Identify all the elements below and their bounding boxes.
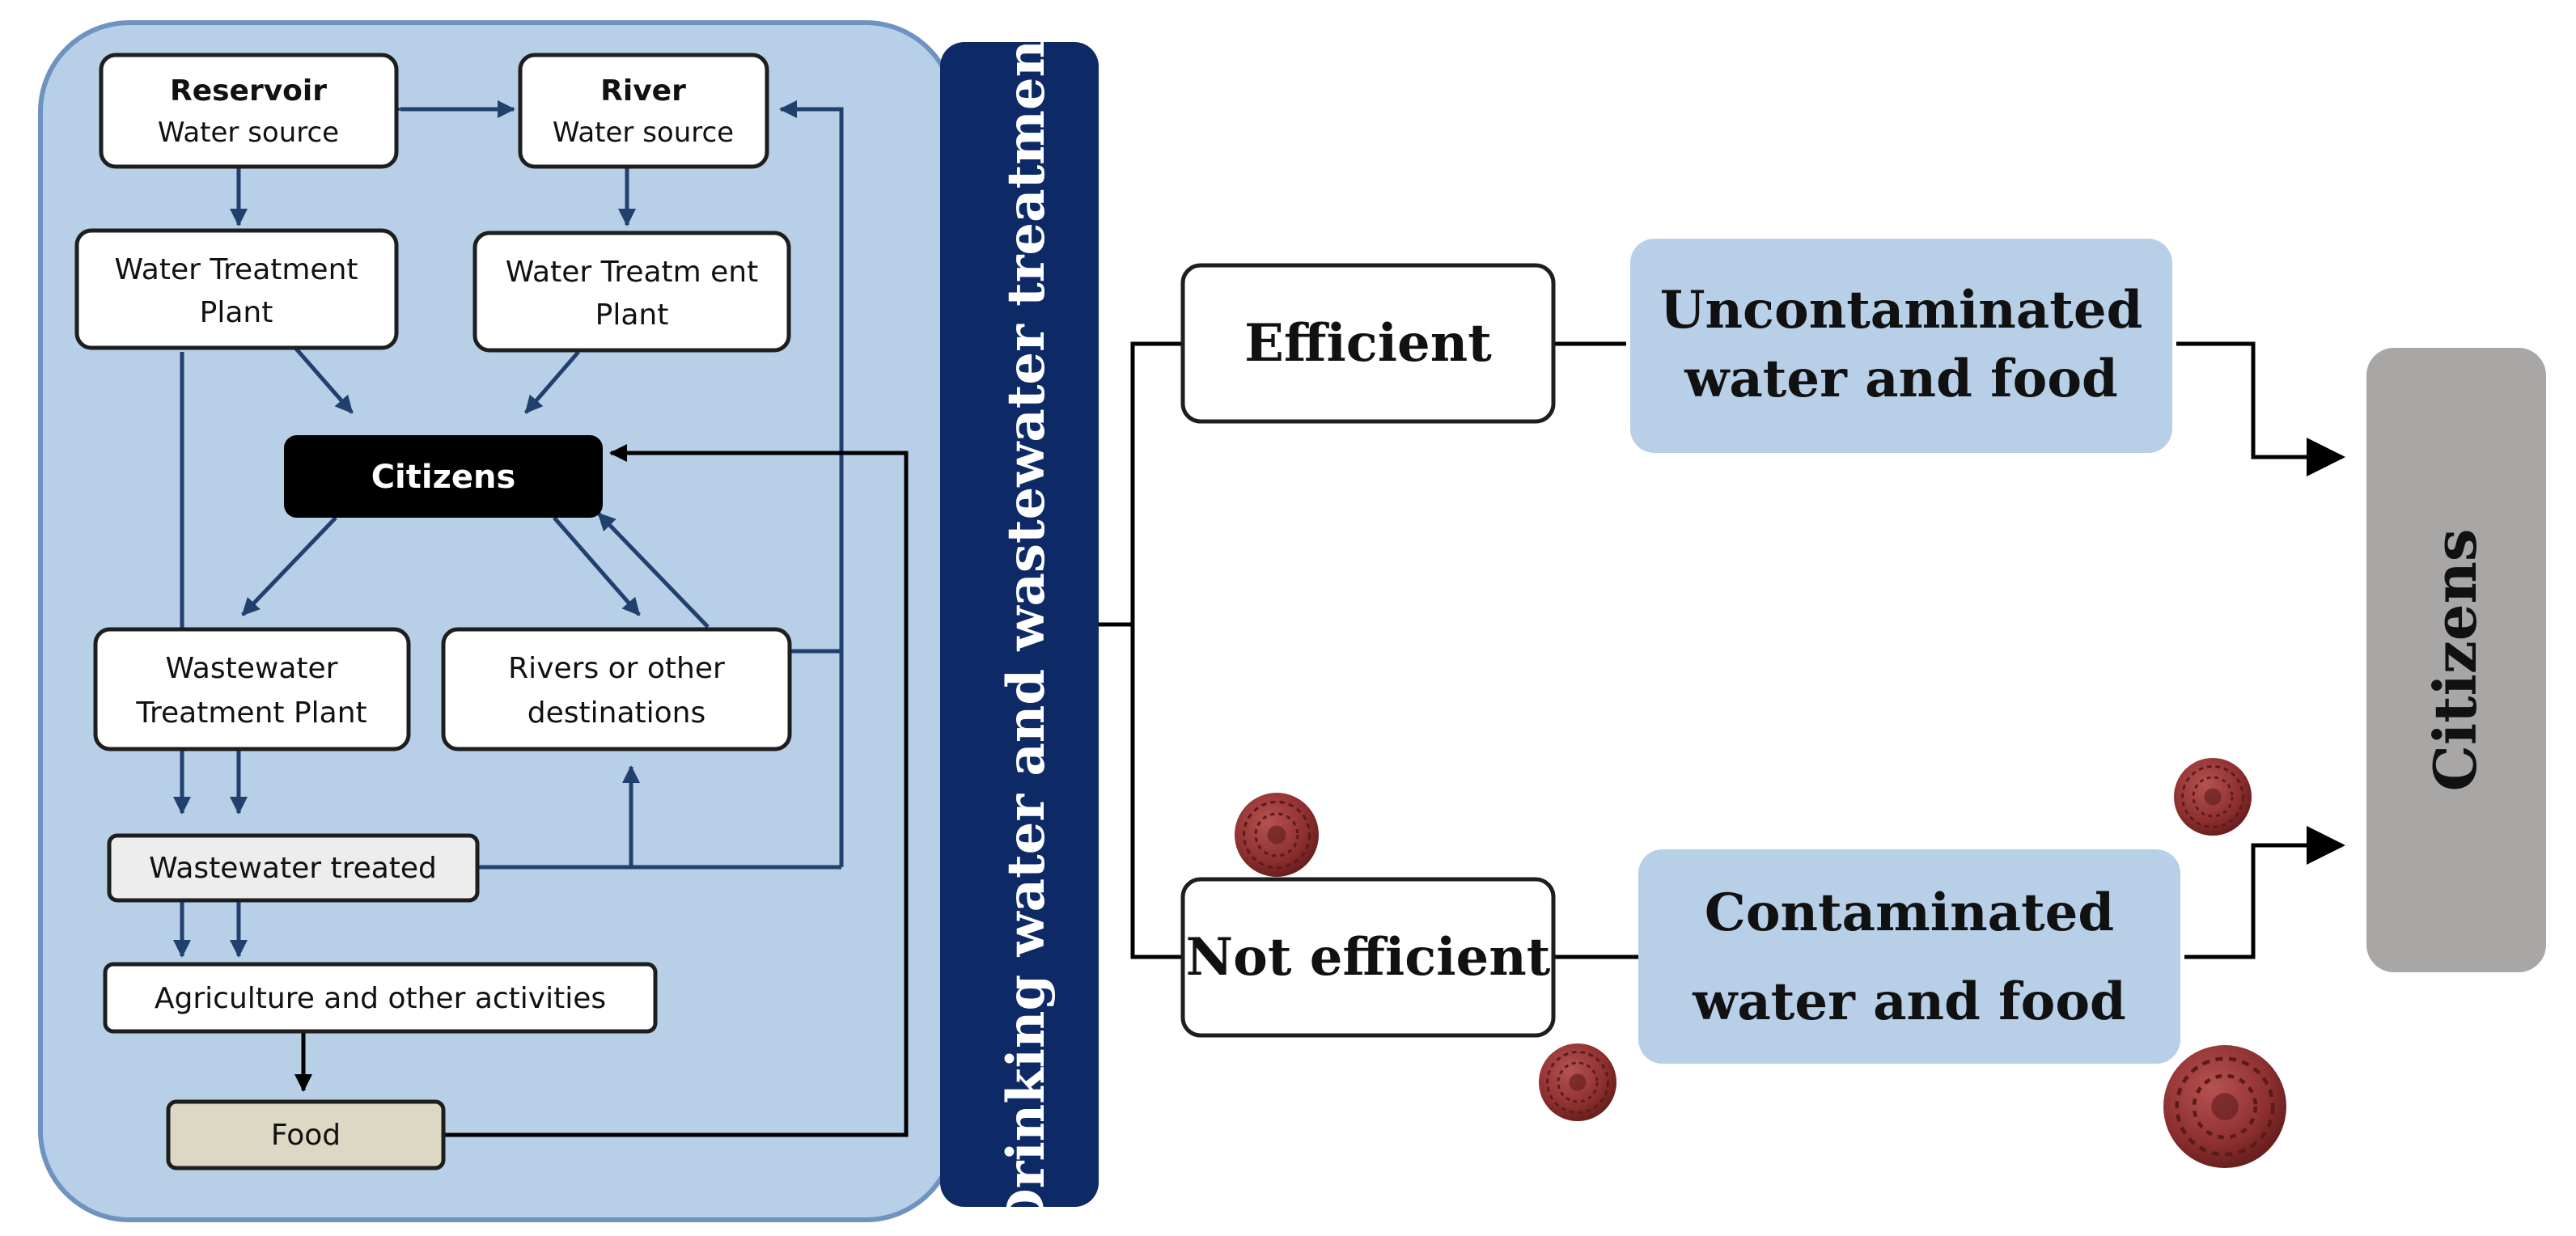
left-flow-lines: [173, 100, 844, 958]
reservoir-title: Reservoir: [170, 74, 327, 108]
contaminated-line2: water and food: [1692, 971, 2126, 1032]
uncontaminated-line1: Uncontaminated: [1660, 280, 2143, 341]
pathogen-icon: [1539, 1043, 1616, 1121]
citizens-right-label: Citizens: [2421, 529, 2489, 792]
rivers-other-line2: destinations: [527, 696, 705, 730]
not-efficient-label: Not efficient: [1186, 927, 1551, 988]
agriculture-box: Agriculture and other activities: [103, 962, 658, 1034]
reservoir-box: Reservoir Water source: [99, 53, 399, 169]
water-treatment-plant-left: Water Treatment Plant: [74, 228, 399, 350]
pathogen-icon: [2163, 1045, 2286, 1168]
wtp-right-line2: Plant: [595, 298, 669, 332]
wwtp-line1: Wastewater: [166, 652, 338, 685]
vertical-bar-label: Drinking water and wastewater treatment: [996, 15, 1057, 1234]
river-subtitle: Water source: [553, 116, 734, 149]
wastewater-treated-label: Wastewater treated: [149, 852, 437, 885]
contaminated-box: Contaminated water and food: [1638, 849, 2180, 1064]
agriculture-label: Agriculture and other activities: [155, 982, 606, 1015]
wtp-left-line1: Water Treatment: [114, 253, 358, 286]
reservoir-subtitle: Water source: [158, 116, 339, 149]
water-treatment-plant-right: Water Treatm ent Plant: [472, 231, 791, 353]
wwtp-line2: Treatment Plant: [135, 696, 366, 730]
uncontaminated-line2: water and food: [1684, 349, 2118, 409]
pathogen-icon: [2174, 758, 2252, 836]
citizens-box-left: Citizens: [284, 435, 603, 518]
uncontaminated-box: Uncontaminated water and food: [1630, 239, 2172, 453]
river-box: River Water source: [518, 53, 769, 169]
river-title: River: [600, 74, 686, 108]
efficient-box: Efficient: [1180, 263, 1556, 424]
vertical-treatment-bar: Drinking water and wastewater treatment: [940, 15, 1099, 1234]
wastewater-treatment-plant: Wastewater Treatment Plant: [93, 627, 411, 751]
not-efficient-box: Not efficient: [1180, 877, 1556, 1038]
rivers-other-line1: Rivers or other: [508, 652, 725, 685]
food-loop-lines: [294, 444, 909, 1137]
left-panel: [38, 20, 957, 1222]
food-label: Food: [271, 1119, 341, 1152]
pathogen-icon: [1235, 793, 1319, 877]
wastewater-treated-box: Wastewater treated: [107, 833, 480, 903]
food-box: Food: [166, 1099, 446, 1170]
wtp-left-line2: Plant: [200, 296, 273, 329]
wtp-right-line1: Water Treatm ent: [506, 256, 759, 289]
right-connectors: [1099, 341, 2345, 959]
efficient-label: Efficient: [1244, 313, 1492, 374]
rivers-other-destinations: Rivers or other destinations: [441, 627, 792, 751]
citizens-left-label: Citizens: [371, 459, 516, 496]
contaminated-line1: Contaminated: [1705, 883, 2114, 943]
citizens-box-right: Citizens: [2366, 348, 2546, 972]
